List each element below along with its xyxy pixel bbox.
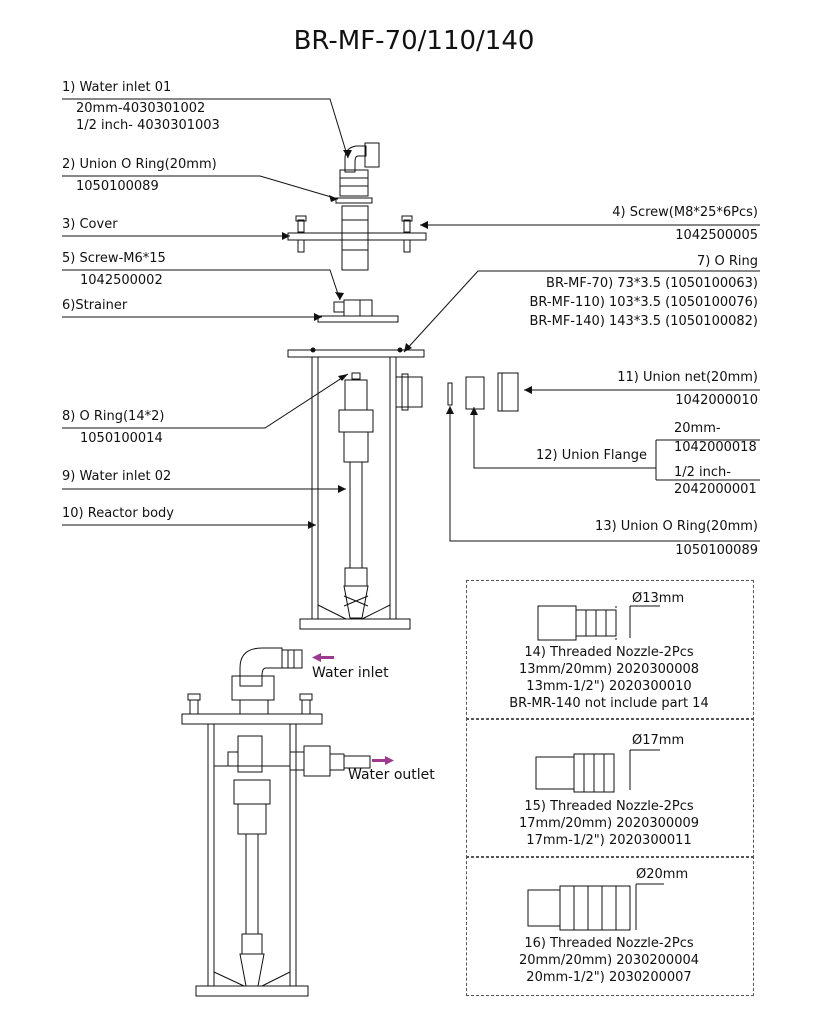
diagram-title: BR-MF-70/110/140 xyxy=(293,26,535,56)
nozzle-box-16 xyxy=(466,856,754,996)
leader-lines xyxy=(62,98,760,542)
water-inlet-label: Water inlet xyxy=(312,665,389,681)
nozzle-15-dim: Ø17mm xyxy=(632,733,685,748)
nozzle-16-drawing xyxy=(527,883,664,931)
nozzle-15-title: 15) Threaded Nozzle-2Pcs xyxy=(524,799,694,814)
code-part-2: 1050100089 xyxy=(76,179,159,194)
nozzle-16-code-20mm: 20mm/20mm) 2030200004 xyxy=(518,953,700,968)
label-part-11: 11) Union net(20mm) xyxy=(617,370,758,385)
nozzle-15-drawing xyxy=(535,749,660,793)
code-part-1-20mm: 20mm-4030301002 xyxy=(76,101,206,116)
assembled-reactor-drawing xyxy=(181,647,371,997)
code-part-7-mf140: BR-MF-140) 143*3.5 (1050100082) xyxy=(529,314,759,329)
code-part-7-mf70: BR-MF-70) 73*3.5 (1050100063) xyxy=(546,276,758,291)
water-outlet-label: Water outlet xyxy=(348,767,435,783)
nozzle-box-14 xyxy=(466,580,754,720)
code-part-12-20mm-a: 20mm- xyxy=(674,421,721,436)
nozzle-14-title: 14) Threaded Nozzle-2Pcs xyxy=(524,645,694,660)
code-part-12-20mm-b: 1042000018 xyxy=(674,440,757,455)
nozzle-15-code-20mm: 17mm/20mm) 2020300009 xyxy=(518,816,700,831)
label-part-10: 10) Reactor body xyxy=(62,506,174,521)
nozzle-14-note: BR-MR-140 not include part 14 xyxy=(509,696,709,711)
label-part-8: 8) O Ring(14*2) xyxy=(62,409,165,424)
label-part-12: 12) Union Flange xyxy=(536,448,647,463)
code-part-11: 1042000010 xyxy=(675,393,758,408)
nozzle-15-code-half-inch: 17mm-1/2") 2020300011 xyxy=(526,833,692,848)
water-inlet-01-drawing xyxy=(339,142,380,197)
code-part-12-half-inch-b: 2042000001 xyxy=(674,482,757,497)
label-part-13: 13) Union O Ring(20mm) xyxy=(595,519,758,534)
label-part-4: 4) Screw(M8*25*6Pcs) xyxy=(612,205,758,220)
nozzle-14-drawing xyxy=(537,605,660,641)
label-part-7: 7) O Ring xyxy=(697,254,758,269)
label-part-6: 6)Strainer xyxy=(62,298,128,313)
label-part-2: 2) Union O Ring(20mm) xyxy=(62,157,217,172)
code-part-12-half-inch-a: 1/2 inch- xyxy=(674,465,731,480)
code-part-4: 1042500005 xyxy=(675,228,758,243)
code-part-8: 1050100014 xyxy=(80,431,163,446)
union-parts-drawing xyxy=(447,372,519,412)
cover-drawing xyxy=(287,205,427,271)
leader-arrowheads xyxy=(282,150,532,529)
code-part-13: 1050100089 xyxy=(675,543,758,558)
label-part-3: 3) Cover xyxy=(62,217,118,232)
nozzle-14-code-20mm: 13mm/20mm) 2020300008 xyxy=(518,662,700,677)
reactor-body-drawing xyxy=(287,347,425,630)
code-part-5: 1042500002 xyxy=(80,273,163,288)
nozzle-16-dim: Ø20mm xyxy=(636,867,689,882)
nozzle-box-15 xyxy=(466,718,754,858)
nozzle-16-title: 16) Threaded Nozzle-2Pcs xyxy=(524,936,694,951)
flow-arrows xyxy=(312,653,394,765)
label-part-5: 5) Screw-M6*15 xyxy=(62,251,166,266)
label-part-9: 9) Water inlet 02 xyxy=(62,469,172,484)
code-part-1-half-inch: 1/2 inch- 4030301003 xyxy=(76,118,220,133)
nozzle-14-code-half-inch: 13mm-1/2") 2020300010 xyxy=(526,679,692,694)
strainer-drawing xyxy=(317,299,399,323)
nozzle-16-code-half-inch: 20mm-1/2") 2030200007 xyxy=(526,970,692,985)
nozzle-14-dim: Ø13mm xyxy=(632,591,685,606)
union-o-ring-drawing xyxy=(335,197,373,204)
label-part-1: 1) Water inlet 01 xyxy=(62,80,172,95)
code-part-7-mf110: BR-MF-110) 103*3.5 (1050100076) xyxy=(529,295,759,310)
